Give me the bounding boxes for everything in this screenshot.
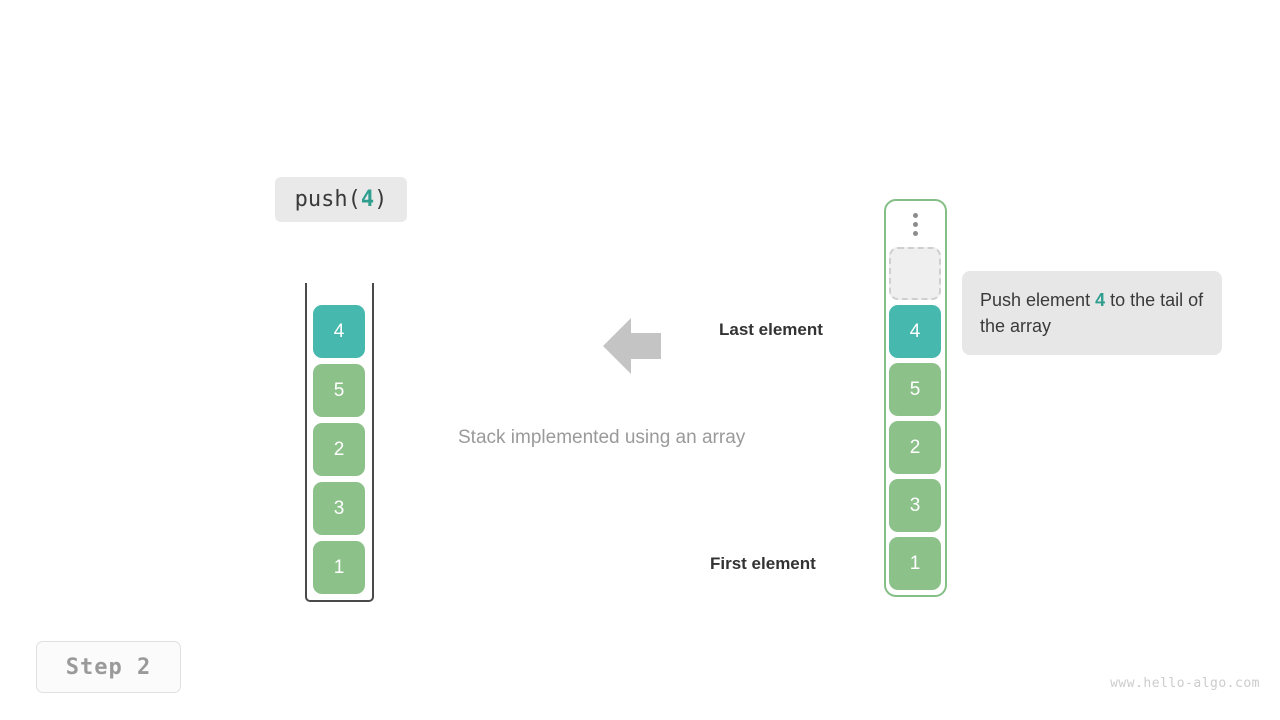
stack-cell: 3 bbox=[313, 482, 365, 535]
array-cell: 5 bbox=[889, 363, 941, 416]
stack-cell: 2 bbox=[313, 423, 365, 476]
vertical-dots-icon bbox=[884, 206, 947, 242]
tooltip-message: Push element 4 to the tail of the array bbox=[962, 271, 1222, 356]
stack-cell: 5 bbox=[313, 364, 365, 417]
array-cell: 3 bbox=[889, 479, 941, 532]
first-element-label: First element bbox=[710, 554, 816, 573]
operation-name: push bbox=[294, 187, 348, 212]
tooltip-text-before: Push element bbox=[980, 290, 1096, 310]
dot-2 bbox=[913, 221, 918, 227]
left-arrow-icon bbox=[603, 318, 661, 374]
array-empty-slot bbox=[889, 247, 941, 300]
operation-argument: 4 bbox=[360, 187, 375, 212]
array-cell: 2 bbox=[889, 421, 941, 474]
stack-cell: 4 bbox=[313, 305, 365, 358]
operation-label: push(4) bbox=[275, 177, 407, 222]
stack-cell-list: 4 5 2 3 1 bbox=[313, 305, 365, 594]
operation-open-paren: ( bbox=[347, 187, 361, 212]
watermark: www.hello-algo.com bbox=[1110, 676, 1260, 691]
array-container-outline bbox=[884, 199, 947, 597]
dot-1 bbox=[913, 212, 918, 218]
dot-3 bbox=[913, 230, 918, 236]
stack-container-outline bbox=[305, 283, 374, 602]
array-cell: 1 bbox=[889, 537, 941, 590]
array-cell: 4 bbox=[889, 305, 941, 358]
last-element-label: Last element bbox=[719, 320, 823, 339]
stack-caption: Stack implemented using an array bbox=[458, 427, 746, 448]
tooltip-highlight-value: 4 bbox=[1095, 290, 1106, 310]
tooltip-text-after: to the tail of the array bbox=[980, 290, 1204, 337]
step-badge: Step 2 bbox=[36, 641, 181, 693]
operation-close-paren: ) bbox=[374, 187, 388, 212]
stack-cell: 1 bbox=[313, 541, 365, 594]
